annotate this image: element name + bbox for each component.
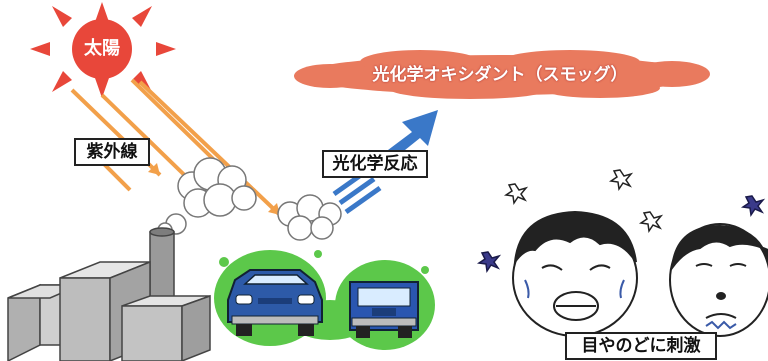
sparkle-icon: [476, 169, 766, 274]
factory-icon: [7, 227, 211, 361]
sun-icon: [30, 2, 176, 98]
reaction-label: 光化学反応: [322, 150, 428, 178]
uv-label: 紫外線: [74, 138, 150, 166]
sun-label: 太陽: [84, 38, 120, 59]
car-icon: [227, 269, 323, 336]
irritation-label: 目やのどに刺激: [565, 332, 717, 360]
crying-face-icon: [512, 210, 638, 337]
truck-icon: [349, 281, 419, 338]
smog-cloud-icon: [294, 50, 710, 99]
smog-label: 光化学オキシダント（スモッグ）: [372, 65, 628, 85]
cloud-icon: [157, 157, 342, 241]
sad-face-icon: [669, 223, 768, 337]
